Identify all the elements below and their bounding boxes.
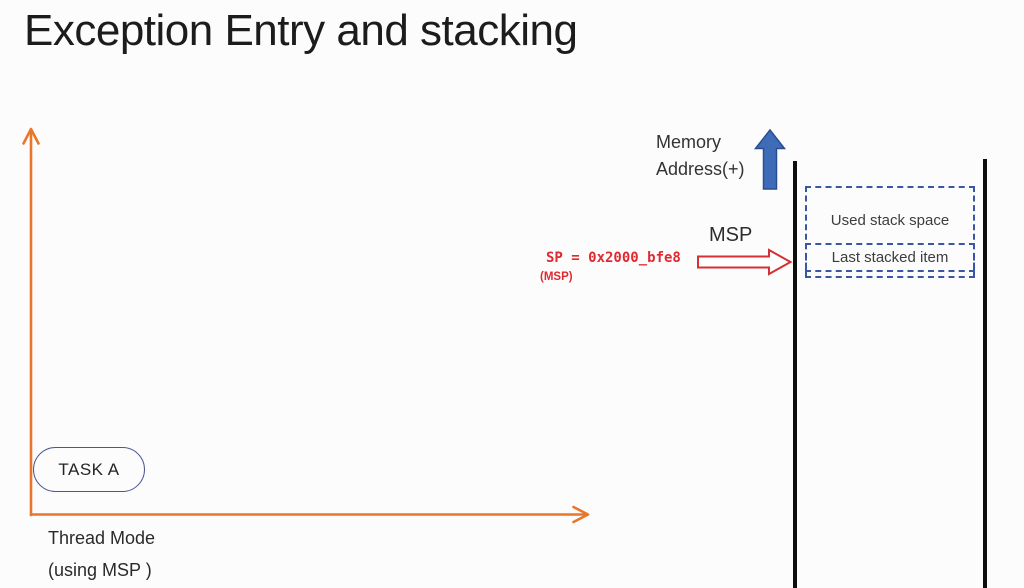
task-a-bubble: TASK A	[33, 447, 145, 492]
sp-value-label: SP = 0x2000_bfe8	[546, 250, 681, 266]
axis-horizontal-arrowhead-icon	[572, 505, 590, 524]
memory-address-label: Memory Address(+)	[656, 129, 745, 183]
memory-direction-up-arrow-icon	[753, 128, 787, 190]
memory-address-line1: Memory	[656, 132, 722, 152]
thread-mode-line1: Thread Mode	[48, 528, 156, 548]
axis-vertical-arrowhead-icon	[22, 127, 40, 145]
stack-wall-left	[793, 161, 797, 588]
used-stack-space-label: Used stack space	[830, 212, 950, 229]
slide-title: Exception Entry and stacking	[24, 6, 578, 55]
task-a-label: TASK A	[58, 459, 120, 479]
stack-wall-right	[983, 159, 987, 588]
sp-msp-note: (MSP)	[540, 271, 573, 283]
thread-mode-label: Thread Mode (using MSP )	[48, 522, 155, 586]
used-stack-space-box: Used stack space	[805, 186, 975, 278]
msp-arrow-label: MSP	[709, 224, 753, 246]
last-stacked-item-label: Last stacked item	[831, 249, 949, 266]
msp-pointer-arrow-icon	[697, 248, 793, 276]
last-stacked-item-box: Last stacked item	[805, 243, 975, 272]
memory-address-line2: Address(+)	[656, 159, 745, 179]
thread-mode-line2: (using MSP )	[48, 560, 152, 580]
